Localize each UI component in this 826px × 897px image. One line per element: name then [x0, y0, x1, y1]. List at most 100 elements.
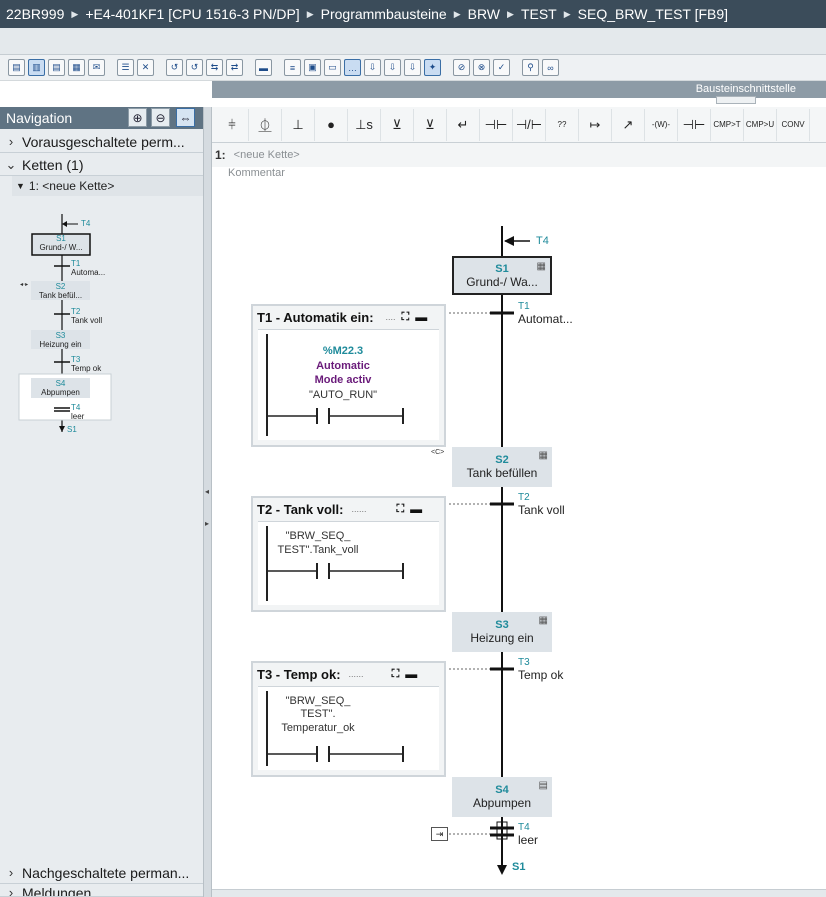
transition-t2-label[interactable]: T2 Tank voll [518, 491, 565, 517]
nav-row-pre-permanent[interactable]: › Vorausgeschaltete perm... [0, 131, 205, 153]
step-s3[interactable]: S3 Heizung ein ▦ [452, 612, 552, 652]
grid-icon[interactable]: ▦ [538, 450, 548, 461]
grid-icon[interactable]: ▦ [538, 615, 548, 626]
edit-grid-icon[interactable]: ▤ [538, 780, 548, 791]
list-icon[interactable]: ≡ [284, 59, 301, 76]
step-s2[interactable]: S2 Tank befüllen ▦ [452, 447, 552, 487]
no-contact-icon[interactable]: ⊣⊢ [480, 108, 513, 141]
chain-overview[interactable]: ◂◦▸ [0, 200, 203, 445]
minimize-icon[interactable]: ▬ [405, 667, 418, 681]
cmp-t-icon[interactable]: CMP>T [711, 108, 744, 141]
transition-t3-label[interactable]: T3 Temp ok [518, 656, 563, 682]
window-icon[interactable]: ▭ [324, 59, 341, 76]
jump-icon[interactable]: ● [315, 108, 348, 141]
horizontal-scrollbar[interactable] [212, 889, 826, 897]
glasses-icon[interactable]: ∞ [542, 59, 559, 76]
contact-no[interactable] [267, 405, 407, 425]
delete-network-icon[interactable]: ✕ [137, 59, 154, 76]
window-icon[interactable]: ▣ [304, 59, 321, 76]
sim-branch-icon[interactable]: ⊻ [414, 108, 447, 141]
breadcrumb-item[interactable]: SEQ_BRW_TEST [FB9] [577, 6, 729, 22]
breadcrumb-item[interactable]: TEST [520, 6, 557, 22]
transition-t4-label[interactable]: T4 leer [518, 821, 538, 847]
block-icon[interactable]: ▤ [48, 59, 65, 76]
nav-row-post-permanent[interactable]: › Nachgeschaltete perman... [0, 862, 205, 884]
operand-name[interactable]: TEST". [300, 708, 336, 720]
cmp-u-icon[interactable]: CMP>U [744, 108, 777, 141]
nc-contact-icon[interactable]: ⊣/⊢ [513, 108, 546, 141]
svg-text:◂◦▸: ◂◦▸ [20, 282, 28, 288]
contact-no[interactable] [267, 560, 407, 580]
block-interface-bar[interactable]: Bausteinschnittstelle [212, 81, 826, 98]
panel-splitter[interactable]: ◂ ▸ [203, 107, 212, 897]
zoom-out-icon[interactable]: ⊖ [151, 108, 170, 127]
nav-row-messages[interactable]: › Meldungen [0, 885, 205, 897]
operand-name[interactable]: Temperatur_ok [281, 722, 355, 734]
operand-name[interactable]: "AUTO_RUN" [308, 389, 378, 401]
operand-name[interactable]: TEST".Tank_voll [277, 544, 359, 556]
contact-pair-icon[interactable]: ⊣⊢ [678, 108, 711, 141]
check-icon[interactable]: ✓ [493, 59, 510, 76]
close-branch-arrow-icon[interactable]: ↗ [612, 108, 645, 141]
reset-icon[interactable]: ⇄ [226, 59, 243, 76]
panel-header[interactable]: T3 - Temp ok: ...... ⛶ ▬ [253, 663, 444, 685]
mail-icon[interactable]: ✉ [88, 59, 105, 76]
close-branch-icon[interactable]: ↵ [447, 108, 480, 141]
chain-header[interactable]: 1: <neue Kette> [212, 143, 826, 167]
step-transition-icon[interactable]: ⫩ [216, 108, 249, 141]
block-icon[interactable]: ▤ [8, 59, 25, 76]
open-branch-icon[interactable]: ↦ [579, 108, 612, 141]
chain-name[interactable]: <neue Kette> [233, 149, 300, 161]
overview-step-code: S3 [55, 331, 66, 340]
operand-name[interactable]: "BRW_SEQ_ [285, 695, 351, 707]
sequence-end-icon[interactable]: ⊥s [348, 108, 381, 141]
step-s4[interactable]: S4 Abpumpen ▤ [452, 777, 552, 817]
insert-icon[interactable]: ⇩ [364, 59, 381, 76]
expand-icon[interactable]: ⛶ [401, 310, 410, 323]
resize-handle[interactable] [716, 96, 756, 104]
transition-icon[interactable]: ✦ [424, 59, 441, 76]
search-icon[interactable]: ⚲ [522, 59, 539, 76]
comment-icon[interactable]: … [344, 59, 361, 76]
breadcrumb-item[interactable]: BRW [467, 6, 501, 22]
nav-chain-item[interactable]: ▼ 1: <neue Kette> [12, 176, 204, 196]
zoom-in-icon[interactable]: ⊕ [128, 108, 147, 127]
transition-t1-label[interactable]: T1 Automat... [518, 300, 573, 326]
conv-icon[interactable]: CONV [777, 108, 810, 141]
stop-icon[interactable]: ⊗ [473, 59, 490, 76]
add-network-icon[interactable]: ☰ [117, 59, 134, 76]
minimize-icon[interactable]: ▬ [410, 502, 423, 516]
contact-no[interactable] [267, 743, 407, 763]
insert-icon[interactable]: ⇩ [404, 59, 421, 76]
jump-icon[interactable]: ⇥ [431, 827, 448, 841]
panel-header[interactable]: T2 - Tank voll: ...... ⛶ ▬ [253, 498, 444, 520]
alt-branch-icon[interactable]: ⊻ [381, 108, 414, 141]
reset-icon[interactable]: ↺ [166, 59, 183, 76]
expand-right-icon[interactable]: ▸ [205, 519, 210, 528]
grid-icon[interactable]: ▦ [536, 261, 546, 272]
collapse-left-icon[interactable]: ◂ [205, 487, 210, 496]
expand-icon[interactable]: ⛶ [391, 667, 400, 680]
transition-icon[interactable]: ⊥ [282, 108, 315, 141]
minimize-icon[interactable]: ▬ [415, 310, 428, 324]
step-icon[interactable]: ⏂ [249, 108, 282, 141]
breadcrumb-item[interactable]: +E4-401KF1 [CPU 1516-3 PN/DP] [85, 6, 300, 22]
breadcrumb-item[interactable]: 22BR999 [6, 6, 65, 22]
block-icon[interactable]: ▦ [68, 59, 85, 76]
coil-icon[interactable]: -(W)- [645, 108, 678, 141]
operand-name[interactable]: "BRW_SEQ_ [285, 530, 351, 542]
step-s1[interactable]: S1 Grund-/ Wa... ▦ [452, 256, 552, 295]
reset-icon[interactable]: ⇆ [206, 59, 223, 76]
expand-icon[interactable]: ⛶ [396, 502, 405, 515]
insert-icon[interactable]: ⇩ [384, 59, 401, 76]
reset-icon[interactable]: ↺ [186, 59, 203, 76]
stop-icon[interactable]: ⊘ [453, 59, 470, 76]
breadcrumb-item[interactable]: Programmbausteine [320, 6, 447, 22]
empty-box-icon[interactable]: ?? [546, 108, 579, 141]
panel-header[interactable]: T1 - Automatik ein: .... ⛶ ▬ [253, 306, 444, 328]
nav-row-chains[interactable]: ⌄ Ketten (1) [0, 154, 205, 176]
fit-width-icon[interactable]: ⇔ [176, 108, 195, 127]
chain-comment[interactable]: Kommentar [228, 167, 285, 179]
block-icon[interactable]: ▥ [28, 59, 45, 76]
monitor-icon[interactable]: ▬ [255, 59, 272, 76]
